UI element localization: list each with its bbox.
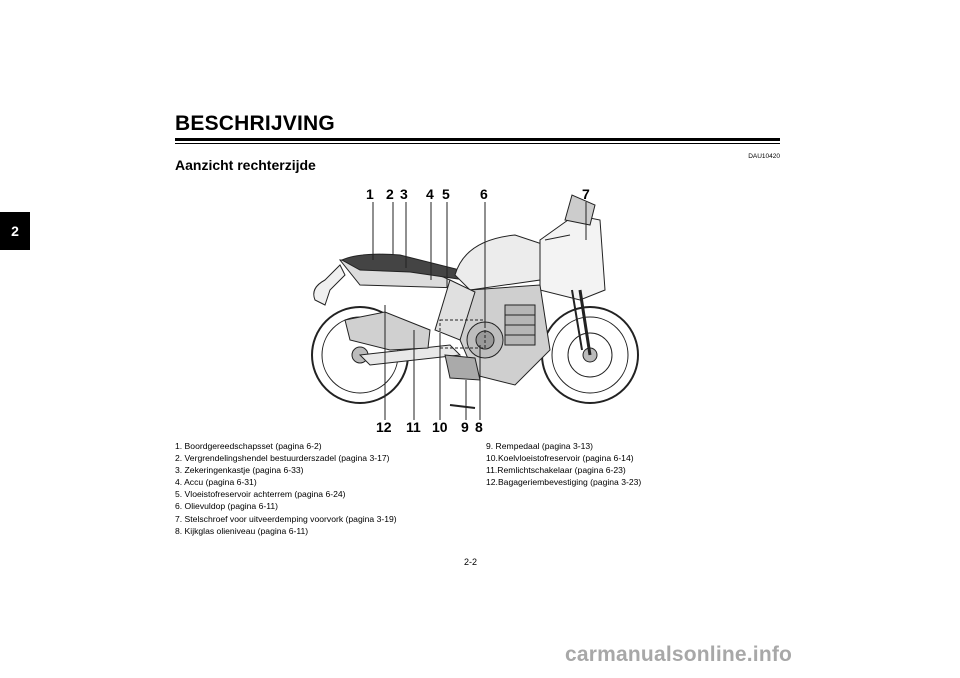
legend-item: 5. Vloeistofreservoir achterrem (pagina … [175, 489, 346, 500]
motorcycle-illustration [311, 194, 639, 420]
legend-item: 8. Kijkglas olieniveau (pagina 6-11) [175, 525, 309, 536]
legend-item: 1. Boordgereedschapsset (pagina 6-2) [175, 441, 322, 451]
callout-4: 4 [426, 186, 434, 202]
legend-item: 2. Vergrendelingshendel bestuurderszadel… [175, 453, 390, 464]
document-code: DAU10420 [748, 153, 780, 160]
callout-5: 5 [442, 186, 450, 202]
legend-item: 9. Rempedaal (pagina 3-13) [486, 441, 594, 451]
legend-item: 10.Koelvloeistofreservoir (pagina 6-14) [486, 453, 634, 464]
page-title: BESCHRIJVING [175, 112, 335, 135]
callout-8: 8 [475, 419, 483, 435]
callout-7: 7 [582, 186, 590, 202]
callout-6: 6 [480, 186, 488, 202]
page-number: 2-2 [464, 557, 478, 567]
callout-12: 12 [376, 419, 392, 435]
section-heading: Aanzicht rechterzijde [175, 157, 316, 173]
legend-item: 4. Accu (pagina 6-31) [175, 477, 257, 488]
callout-1: 1 [366, 186, 374, 202]
title-rule-thin [175, 143, 780, 144]
legend-item: 6. Olievuldop (pagina 6-11) [175, 501, 279, 512]
callout-2: 2 [386, 186, 394, 202]
callout-10: 10 [432, 419, 448, 435]
legend-item: 3. Zekeringenkastje (pagina 6-33) [175, 465, 304, 476]
chapter-tab: 2 [0, 212, 30, 250]
title-rule-thick [175, 138, 780, 141]
legend-item: 11.Remlichtschakelaar (pagina 6-23) [486, 465, 626, 476]
legend-item: 7. Stelschroef voor uitveerdemping voorv… [175, 513, 397, 524]
callout-9: 9 [461, 419, 469, 435]
watermark: carmanualsonline.info [565, 643, 793, 666]
legend-left-column: 1. Boordgereedschapsset (pagina 6-2) 2. … [175, 440, 397, 537]
legend-item: 12.Bagageriembevestiging (pagina 3-23) [486, 477, 642, 488]
callout-11: 11 [406, 419, 421, 435]
callout-3: 3 [400, 186, 408, 202]
legend-right-column: 9. Rempedaal (pagina 3-13) 10.Koelvloeis… [486, 440, 641, 488]
motorcycle-figure: 1 2 3 4 5 6 7 12 11 10 9 8 [300, 180, 640, 435]
